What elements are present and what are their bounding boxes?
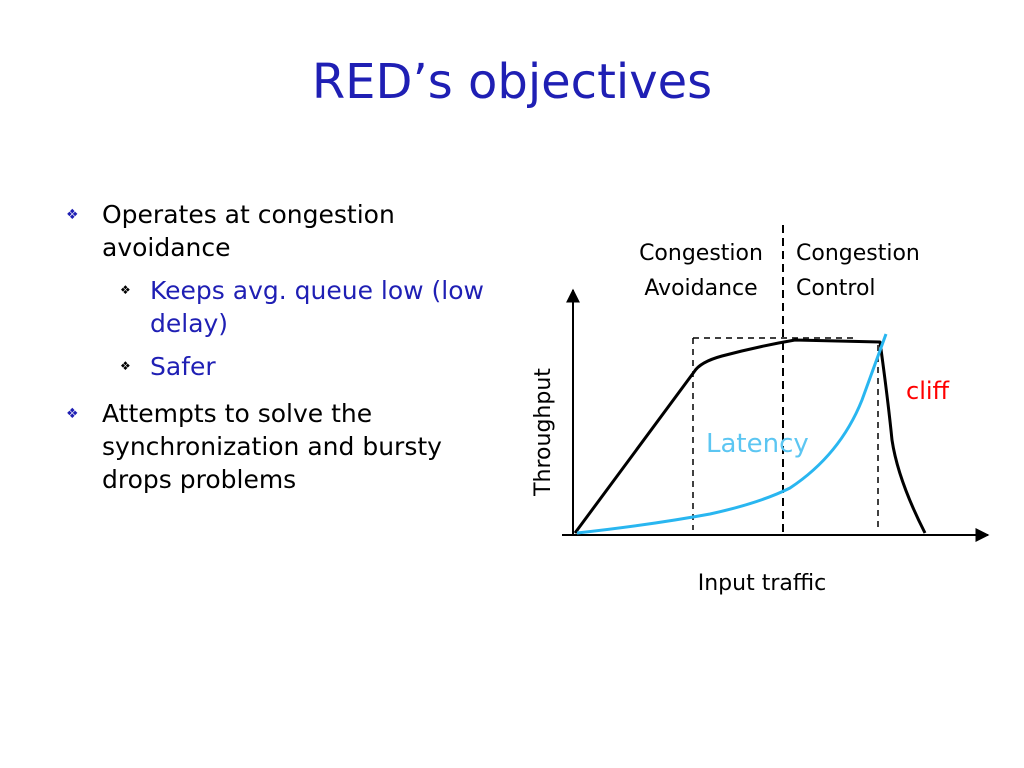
slide-title: RED’s objectives — [311, 54, 713, 110]
latency-label: Latency — [706, 429, 809, 459]
diamond-bullet-icon: ❖ — [120, 283, 131, 297]
throughput-curve — [573, 338, 927, 534]
bullet-item-synchronization: ❖ Attempts to solve the synchronization … — [66, 397, 506, 496]
region-label-avoidance-1: Congestion — [639, 241, 763, 266]
cliff-label: cliff — [906, 377, 950, 405]
sub-bullet-text: Safer — [150, 352, 216, 381]
bullet-item-congestion-avoidance: ❖ Operates at congestion avoidance ❖ Kee… — [66, 198, 506, 383]
diamond-bullet-icon: ❖ — [120, 359, 131, 373]
latency-curve — [576, 333, 888, 535]
diamond-bullet-icon: ❖ — [66, 406, 79, 422]
bullet-list: ❖ Operates at congestion avoidance ❖ Kee… — [66, 198, 506, 496]
sub-bullet-item-safer: ❖ Safer — [120, 350, 506, 383]
x-axis-label: Input traffic — [698, 571, 826, 596]
diamond-bullet-icon: ❖ — [66, 207, 79, 223]
y-axis-label: Throughput — [531, 368, 556, 497]
sub-bullet-item-low-queue: ❖ Keeps avg. queue low (low delay) — [120, 274, 506, 340]
sub-bullet-text: Keeps avg. queue low (low delay) — [150, 276, 484, 338]
region-label-avoidance-2: Avoidance — [644, 276, 757, 301]
region-label-control-1: Congestion — [796, 241, 920, 266]
bullet-text: Attempts to solve the synchronization an… — [102, 399, 442, 494]
region-label-control-2: Control — [796, 276, 876, 301]
bullet-text: Operates at congestion avoidance — [102, 200, 395, 262]
